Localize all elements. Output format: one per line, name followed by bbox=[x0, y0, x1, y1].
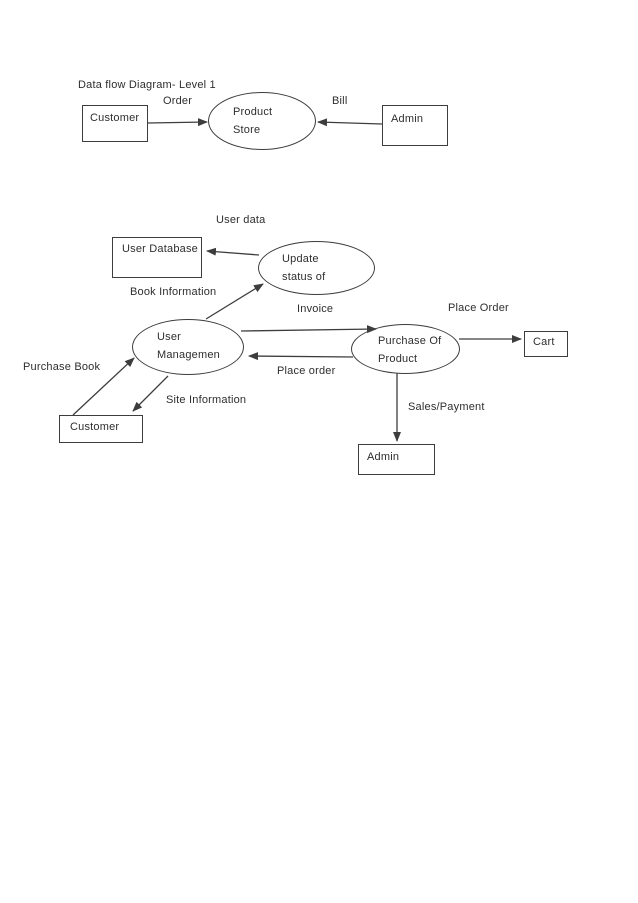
entity-admin-top-label: Admin bbox=[391, 113, 424, 125]
arrow-user-data-update-to-user-database bbox=[206, 247, 260, 256]
arrow-place-order-purchase-to-user-management bbox=[248, 352, 354, 361]
flow-label-site-information: Site Information bbox=[166, 394, 247, 406]
arrow-site-information-user-management-to-customer bbox=[132, 375, 169, 412]
flow-label-sales-payment: Sales/Payment bbox=[408, 401, 485, 413]
page-title: Data flow Diagram- Level 1 bbox=[78, 79, 216, 91]
arrow-invoice-user-management-to-purchase bbox=[240, 325, 377, 334]
process-product-store: Product Store bbox=[208, 92, 316, 150]
datastore-user-database: User Database bbox=[112, 237, 202, 278]
entity-customer-top-label: Customer bbox=[90, 112, 140, 124]
flow-label-place-order: Place order bbox=[277, 365, 336, 377]
entity-admin-level1: Admin bbox=[358, 444, 435, 475]
process-user-management-label: User Managemen bbox=[157, 331, 220, 361]
flow-label-order: Order bbox=[163, 95, 193, 107]
flow-label-place-order-to-cart: Place Order bbox=[448, 302, 509, 314]
entity-cart-label: Cart bbox=[533, 336, 555, 348]
entity-customer-top: Customer bbox=[82, 105, 148, 142]
flow-label-invoice: Invoice bbox=[297, 303, 334, 315]
entity-customer-level1: Customer bbox=[59, 415, 143, 443]
entity-admin-top: Admin bbox=[382, 105, 448, 146]
entity-cart: Cart bbox=[524, 331, 568, 357]
flow-label-purchase-book: Purchase Book bbox=[23, 361, 101, 373]
entity-customer-level1-label: Customer bbox=[70, 421, 120, 433]
process-update-status-label: Update status of bbox=[282, 253, 326, 283]
process-product-store-label: Product Store bbox=[233, 106, 273, 136]
arrow-order-customer-to-product-store bbox=[147, 118, 208, 127]
flow-label-bill: Bill bbox=[332, 95, 348, 107]
entity-admin-level1-label: Admin bbox=[367, 451, 400, 463]
flow-label-user-data: User data bbox=[216, 214, 266, 226]
arrow-bill-admin-to-product-store bbox=[317, 118, 383, 127]
process-purchase-of-product: Purchase Of Product bbox=[351, 324, 460, 374]
datastore-user-database-label: User Database bbox=[122, 243, 198, 255]
process-update-status: Update status of bbox=[258, 241, 375, 295]
process-user-management: User Managemen bbox=[132, 319, 244, 375]
flow-label-book-information: Book Information bbox=[130, 286, 217, 298]
process-purchase-of-product-label: Purchase Of Product bbox=[378, 335, 442, 365]
